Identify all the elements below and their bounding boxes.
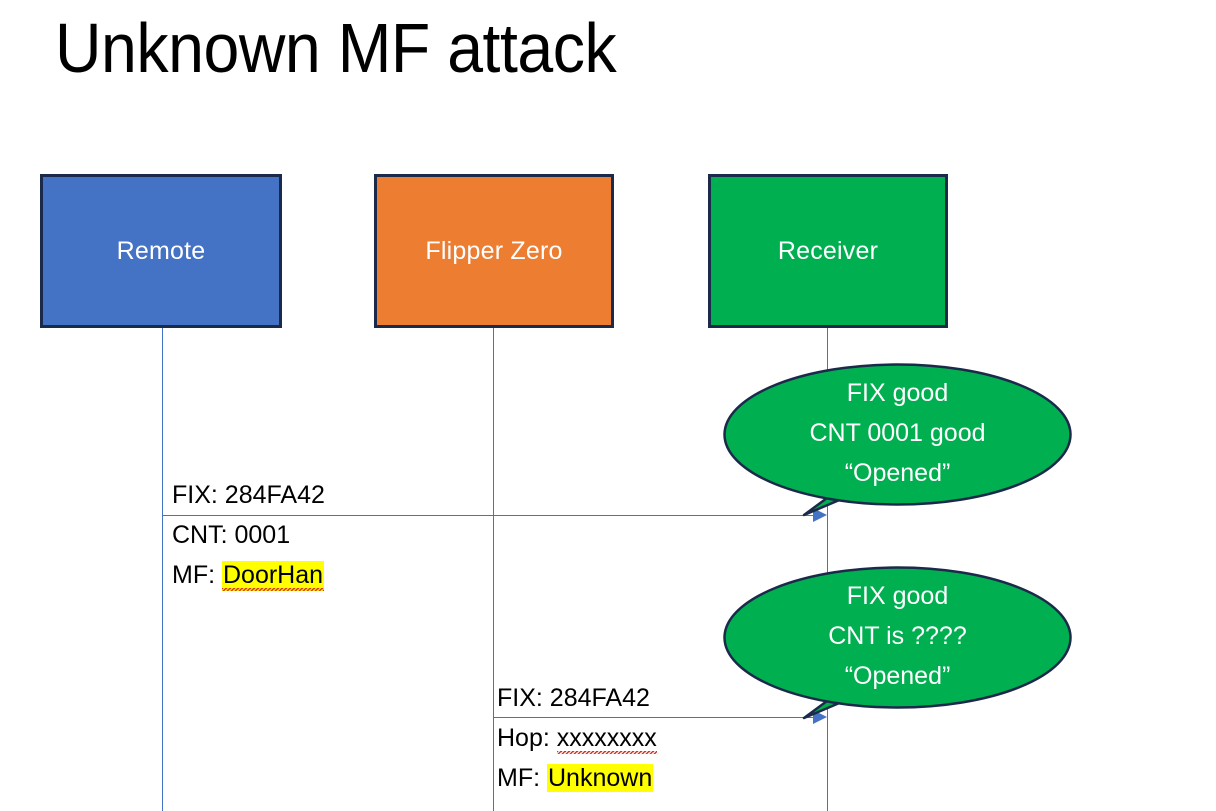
message-2-line-hop: Hop: xxxxxxxx <box>497 718 657 758</box>
message-label-2: FIX: 284FA42 Hop: xxxxxxxx MF: Unknown <box>497 678 657 798</box>
message-1-line-fix: FIX: 284FA42 <box>172 475 325 515</box>
actor-label-flipper: Flipper Zero <box>425 236 563 265</box>
message-1-fix-value: 284FA42 <box>224 481 325 509</box>
actor-label-remote: Remote <box>116 236 206 265</box>
message-1-fix-key: FIX: <box>172 481 225 509</box>
message-1-line-mf: MF: DoorHan <box>172 555 325 595</box>
message-2-fix-key: FIX: <box>497 684 550 712</box>
message-2-line-fix: FIX: 284FA42 <box>497 678 657 718</box>
page-title: Unknown MF attack <box>55 9 617 87</box>
message-1-mf-key: MF: <box>172 561 222 589</box>
message-2-fix-value: 284FA42 <box>549 684 650 712</box>
actor-label-receiver: Receiver <box>777 236 879 265</box>
arrowhead-icon-1 <box>813 508 827 522</box>
message-2-line-mf: MF: Unknown <box>497 758 657 798</box>
actor-box-flipper[interactable]: Flipper Zero <box>374 174 614 328</box>
message-1-line-cnt: CNT: 0001 <box>172 515 325 555</box>
actor-box-remote[interactable]: Remote <box>40 174 282 328</box>
message-label-1: FIX: 284FA42 CNT: 0001 MF: DoorHan <box>172 475 325 595</box>
actor-box-receiver[interactable]: Receiver <box>708 174 948 328</box>
message-arrow-line-2 <box>493 717 819 718</box>
callout-bubble-1[interactable]: FIX good CNT 0001 good “Opened” <box>723 363 1072 517</box>
message-1-cnt-key: CNT: <box>172 521 235 549</box>
lifeline-receiver <box>827 328 828 811</box>
message-2-hop-key: Hop: <box>497 724 557 752</box>
message-2-hop-value: xxxxxxxx <box>556 724 657 754</box>
lifeline-remote <box>162 328 163 811</box>
message-arrow-line-1 <box>162 515 819 516</box>
lifeline-flipper <box>493 328 494 811</box>
message-1-cnt-value: 0001 <box>234 521 291 549</box>
message-2-mf-value: Unknown <box>547 764 654 792</box>
message-1-mf-value: DoorHan <box>222 561 325 591</box>
message-2-mf-key: MF: <box>497 764 547 792</box>
callout-shape-2 <box>723 566 1072 720</box>
callout-bubble-2[interactable]: FIX good CNT is ???? “Opened” <box>723 566 1072 720</box>
callout-shape-1 <box>723 363 1072 517</box>
